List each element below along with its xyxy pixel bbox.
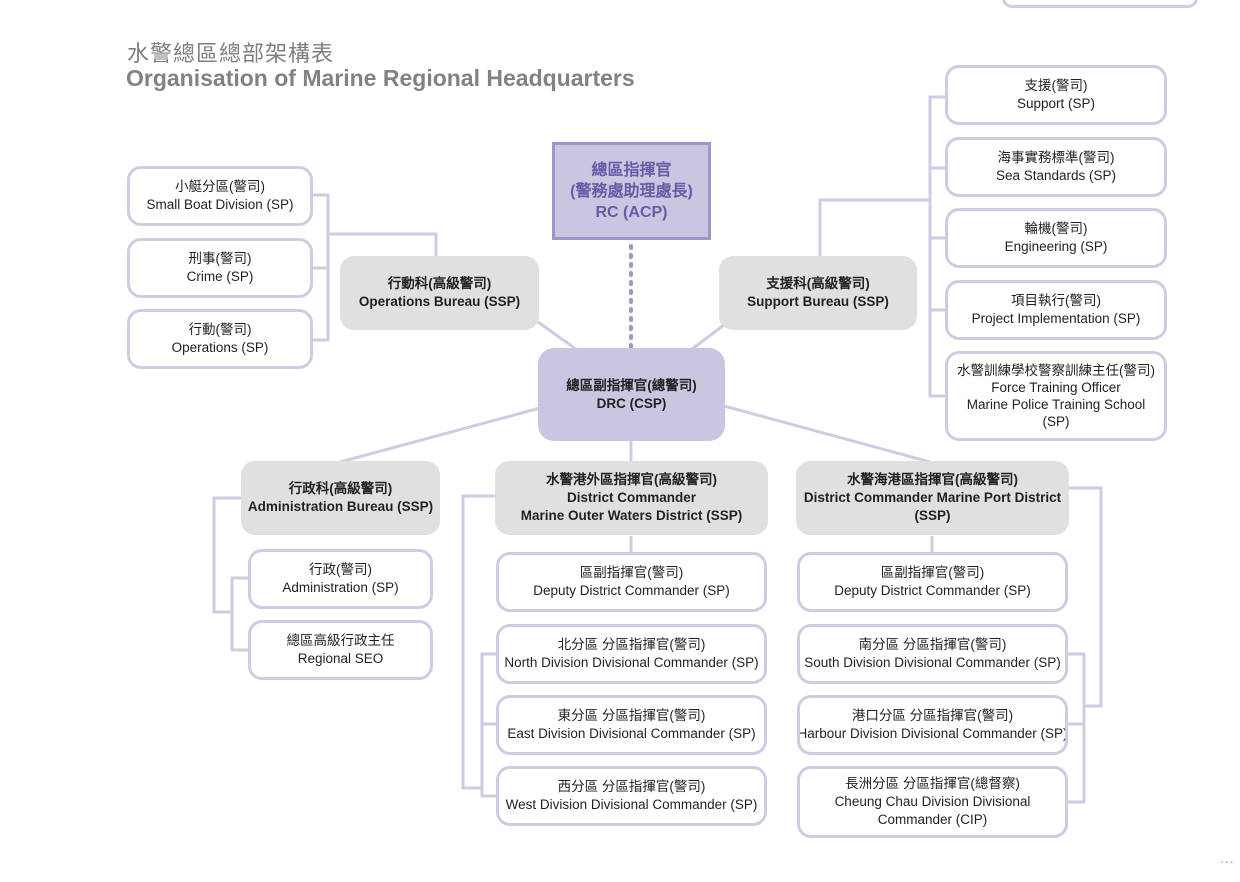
support-node: 支援(警司) Support (SP)	[945, 65, 1167, 125]
engineering-en: Engineering (SP)	[1004, 239, 1108, 254]
administration-zh: 行政(警司)	[309, 562, 372, 577]
north-division-node: 北分區 分區指揮官(警司) North Division Divisional …	[496, 624, 767, 684]
operations-node: 行動(警司) Operations (SP)	[127, 309, 313, 369]
east-div-en: East Division Divisional Commander (SP)	[507, 726, 756, 741]
training-en3: (SP)	[1042, 414, 1070, 429]
south-div-zh: 南分區 分區指揮官(警司)	[858, 637, 1007, 652]
small-boat-en: Small Boat Division (SP)	[146, 197, 294, 212]
harbour-div-en: Harbour Division Divisional Commander (S…	[797, 726, 1068, 741]
ow-deputy-en: Deputy District Commander (SP)	[533, 583, 730, 598]
operations-zh: 行動(警司)	[188, 322, 252, 337]
training-en1: Force Training Officer	[991, 380, 1121, 395]
port-district-en1: District Commander Marine Port District	[803, 490, 1062, 505]
harbour-div-zh: 港口分區 分區指揮官(警司)	[851, 708, 1014, 723]
drc-zh: 總區副指揮官(總警司)	[566, 377, 697, 393]
administration-bureau-node: 行政科(高級警司) Administration Bureau (SSP)	[241, 461, 440, 535]
west-div-en: West Division Divisional Commander (SP)	[505, 797, 758, 812]
port-district-en2: (SSP)	[914, 508, 951, 523]
south-div-en: South Division Divisional Commander (SP)	[804, 655, 1061, 670]
operations-bureau-node: 行動科(高級警司) Operations Bureau (SSP)	[340, 256, 539, 330]
regional-seo-node: 總區高級行政主任 Regional SEO	[248, 620, 433, 680]
rc-en: RC (ACP)	[595, 203, 668, 221]
crime-en: Crime (SP)	[186, 269, 254, 284]
regional-seo-zh: 總區高級行政主任	[286, 633, 395, 648]
regional-seo-en: Regional SEO	[297, 651, 384, 666]
sea-standards-en: Sea Standards (SP)	[995, 168, 1117, 183]
north-div-zh: 北分區 分區指揮官(警司)	[557, 637, 706, 652]
cheung-chau-zh: 長洲分區 分區指揮官(總督察)	[845, 776, 1020, 791]
small-boat-division-node: 小艇分區(警司) Small Boat Division (SP)	[127, 166, 313, 226]
page-title-en: Organisation of Marine Regional Headquar…	[126, 65, 635, 91]
project-implementation-node: 項目執行(警司) Project Implementation (SP)	[945, 280, 1167, 340]
administration-node: 行政(警司) Administration (SP)	[248, 549, 433, 609]
west-division-node: 西分區 分區指揮官(警司) West Division Divisional C…	[496, 766, 767, 826]
admin-bureau-zh: 行政科(高級警司)	[288, 481, 393, 496]
ops-bureau-zh: 行動科(高級警司)	[387, 276, 492, 291]
rc-zh: 總區指揮官	[591, 161, 672, 179]
support-bureau-zh: 支援科(高級警司)	[766, 276, 870, 291]
sea-standards-zh: 海事實務標準(警司)	[997, 150, 1115, 165]
outer-waters-district-node: 水警港外區指揮官(高級警司) District Commander Marine…	[495, 461, 768, 535]
project-impl-zh: 項目執行(警司)	[1011, 293, 1101, 308]
force-training-officer-node: 水警訓練學校警察訓練主任(警司) Force Training Officer …	[945, 351, 1167, 441]
outer-waters-en2: Marine Outer Waters District (SSP)	[520, 508, 743, 523]
drc-node: 總區副指揮官(總警司) DRC (CSP)	[538, 348, 725, 441]
port-district-zh: 水警海港區指揮官(高級警司)	[847, 472, 1018, 487]
administration-en: Administration (SP)	[282, 580, 399, 595]
crime-node: 刑事(警司) Crime (SP)	[127, 238, 313, 298]
small-boat-zh: 小艇分區(警司)	[175, 179, 265, 194]
pd-deputy-en: Deputy District Commander (SP)	[834, 583, 1031, 598]
operations-en: Operations (SP)	[171, 340, 269, 355]
ops-bureau-en: Operations Bureau (SSP)	[358, 294, 521, 309]
outer-waters-en1: District Commander	[566, 490, 697, 505]
partial-box-top-right	[1002, 0, 1198, 8]
north-div-en: North Division Divisional Commander (SP)	[504, 655, 759, 670]
engineering-node: 輪機(警司) Engineering (SP)	[945, 208, 1167, 268]
cheung-chau-division-node: 長洲分區 分區指揮官(總督察) Cheung Chau Division Div…	[797, 766, 1068, 838]
cheung-chau-en2: Commander (CIP)	[877, 812, 988, 827]
ow-deputy-zh: 區副指揮官(警司)	[579, 565, 684, 580]
engineering-zh: 輪機(警司)	[1024, 221, 1088, 236]
outer-waters-zh: 水警港外區指揮官(高級警司)	[546, 472, 717, 487]
support-zh: 支援(警司)	[1024, 78, 1088, 93]
sea-standards-node: 海事實務標準(警司) Sea Standards (SP)	[945, 137, 1167, 197]
outer-waters-deputy-node: 區副指揮官(警司) Deputy District Commander (SP)	[496, 552, 767, 612]
east-division-node: 東分區 分區指揮官(警司) East Division Divisional C…	[496, 695, 767, 755]
support-en: Support (SP)	[1016, 96, 1096, 111]
port-district-deputy-node: 區副指揮官(警司) Deputy District Commander (SP)	[797, 552, 1068, 612]
rc-node: 總區指揮官 (警務處助理處長) RC (ACP)	[552, 142, 711, 240]
admin-bureau-en: Administration Bureau (SSP)	[247, 499, 434, 514]
page-marker: ...	[1220, 850, 1235, 866]
rc-zh2: (警務處助理處長)	[570, 182, 693, 200]
support-bureau-en: Support Bureau (SSP)	[747, 294, 889, 309]
east-div-zh: 東分區 分區指揮官(警司)	[557, 708, 706, 723]
page-title-zh: 水警總區總部架構表	[127, 41, 335, 66]
port-district-node: 水警海港區指揮官(高級警司) District Commander Marine…	[796, 461, 1069, 535]
support-bureau-node: 支援科(高級警司) Support Bureau (SSP)	[719, 256, 917, 330]
drc-en: DRC (CSP)	[596, 395, 667, 411]
training-en2: Marine Police Training School	[966, 397, 1146, 412]
west-div-zh: 西分區 分區指揮官(警司)	[557, 779, 706, 794]
south-division-node: 南分區 分區指揮官(警司) South Division Divisional …	[797, 624, 1068, 684]
pd-deputy-zh: 區副指揮官(警司)	[880, 565, 985, 580]
training-zh: 水警訓練學校警察訓練主任(警司)	[957, 363, 1155, 378]
project-impl-en: Project Implementation (SP)	[971, 311, 1141, 326]
harbour-division-node: 港口分區 分區指揮官(警司) Harbour Division Division…	[797, 695, 1068, 755]
cheung-chau-en1: Cheung Chau Division Divisional	[834, 794, 1031, 809]
crime-zh: 刑事(警司)	[188, 251, 252, 266]
